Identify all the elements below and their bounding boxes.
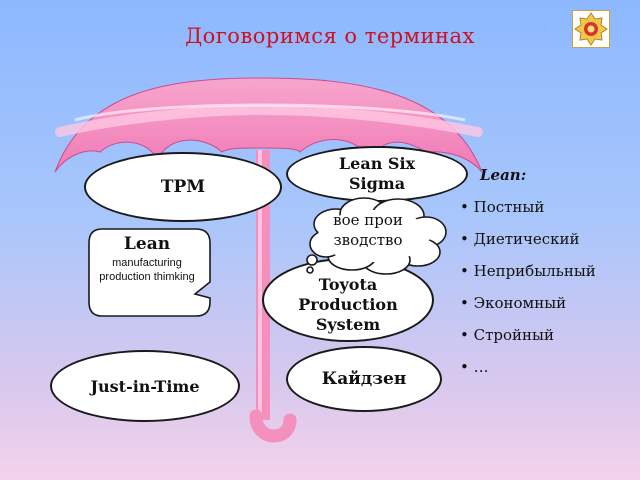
umbrella-handle bbox=[249, 409, 297, 443]
tpm-ellipse: TPM bbox=[84, 152, 282, 222]
lean-list: Постный Диетический Неприбыльный Экономн… bbox=[460, 198, 596, 390]
toyota-label: Toyota Production System bbox=[298, 275, 398, 334]
lean-list-heading: Lean: bbox=[480, 166, 527, 184]
lean-list-item: Неприбыльный bbox=[460, 262, 596, 294]
kaizen-label: Кайдзен bbox=[321, 369, 407, 389]
cloud-callout bbox=[306, 197, 447, 275]
lean-callout: Lean manufacturing production thimking bbox=[94, 234, 200, 284]
lean-list-item: … bbox=[460, 358, 596, 390]
cloud-text: вое производство bbox=[333, 211, 403, 249]
just-in-time-ellipse: Just-in-Time bbox=[50, 350, 240, 422]
kaizen-ellipse: Кайдзен bbox=[286, 346, 442, 412]
lean-six-sigma-label: Lean Six Sigma bbox=[338, 154, 416, 193]
tpm-label: TPM bbox=[160, 177, 206, 197]
lean-list-item: Экономный bbox=[460, 294, 596, 326]
lean-callout-shape bbox=[88, 228, 211, 317]
slide-title: Договоримся о терминах bbox=[185, 24, 475, 48]
lean-list-item: Диетический bbox=[460, 230, 596, 262]
toyota-production-system-ellipse: Toyota Production System bbox=[262, 258, 434, 342]
lean-list-item: Стройный bbox=[460, 326, 596, 358]
logo-emblem bbox=[572, 10, 610, 48]
lean-callout-subtitle: manufacturing production thimking bbox=[99, 257, 195, 283]
lean-callout-title: Lean bbox=[123, 234, 171, 254]
jit-label: Just-in-Time bbox=[90, 376, 200, 396]
lean-list-item: Постный bbox=[460, 198, 596, 230]
